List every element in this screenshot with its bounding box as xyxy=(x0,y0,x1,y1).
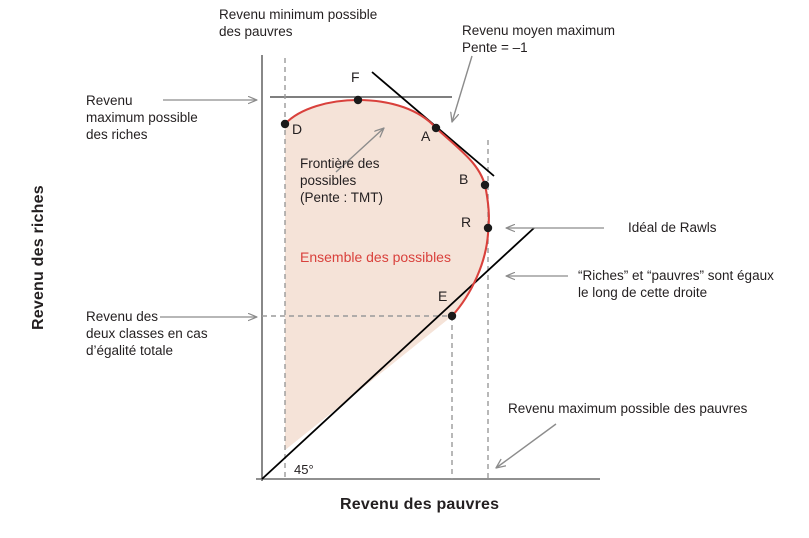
point-e-marker[interactable] xyxy=(447,311,457,321)
annotation-max-mean-income: Revenu moyen maximum Pente = –1 xyxy=(462,23,616,55)
annotation-min-income-poor: Revenu minimum possible des pauvres xyxy=(219,7,378,39)
point-label-e: E xyxy=(438,288,448,304)
leader-max-mean-income xyxy=(452,55,473,122)
annotation-max-income-rich: Revenu maximum possible des riches xyxy=(86,93,198,142)
annotation-frontier: Frontière des possibles (Pente : TMT) xyxy=(300,156,384,205)
annotation-rawls-ideal: Idéal de Rawls xyxy=(628,220,717,235)
point-f-marker[interactable] xyxy=(353,95,363,105)
point-label-f: F xyxy=(351,69,360,85)
angle-45-label: 45° xyxy=(294,462,314,477)
annotation-max-income-poor: Revenu maximum possible des pauvres xyxy=(508,401,748,416)
point-d-marker[interactable] xyxy=(280,119,290,129)
feasible-set-region xyxy=(285,100,489,450)
x-axis-title: Revenu des pauvres xyxy=(340,496,500,513)
possibility-frontier-curve xyxy=(283,98,490,318)
point-label-r: R xyxy=(461,214,472,230)
annotation-equal-income: Revenu des deux classes en cas d’égalité… xyxy=(86,309,208,358)
point-b-marker[interactable] xyxy=(480,180,490,190)
point-r-marker[interactable] xyxy=(483,223,493,233)
equality-45-degree-line xyxy=(261,227,535,480)
point-label-b: B xyxy=(459,171,469,187)
annotation-equality-line-note: “Riches” et “pauvres” sont égaux le long… xyxy=(578,268,774,300)
point-label-d: D xyxy=(292,121,303,137)
annotation-feasible-set: Ensemble des possibles xyxy=(300,249,451,265)
leader-frontier xyxy=(335,128,384,173)
point-a-marker[interactable] xyxy=(431,123,441,133)
leader-max-income-poor xyxy=(496,423,557,468)
point-label-a: A xyxy=(421,128,431,144)
y-axis-title: Revenu des riches xyxy=(30,185,47,330)
